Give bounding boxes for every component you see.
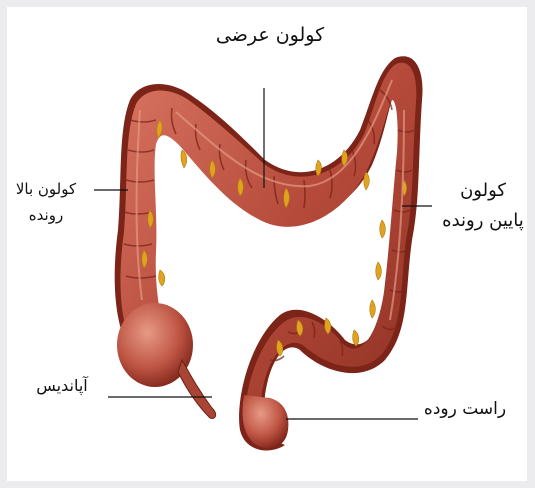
label-descending-colon-line2: پایین رونده xyxy=(432,206,534,236)
label-ascending-colon-line1: کولون بالا xyxy=(0,176,92,202)
label-descending-colon: کولون پایین رونده xyxy=(432,176,534,236)
label-transverse-colon: کولون عرضی xyxy=(180,24,360,46)
colon-fill xyxy=(120,63,416,444)
label-appendix: آپاندیس xyxy=(20,376,104,395)
label-descending-colon-line1: کولون xyxy=(432,176,534,206)
label-ascending-colon: کولون بالا رونده xyxy=(0,176,92,228)
label-rectum: راست روده xyxy=(420,399,510,419)
label-ascending-colon-line2: رونده xyxy=(0,202,92,228)
appendix-shape xyxy=(178,360,216,418)
